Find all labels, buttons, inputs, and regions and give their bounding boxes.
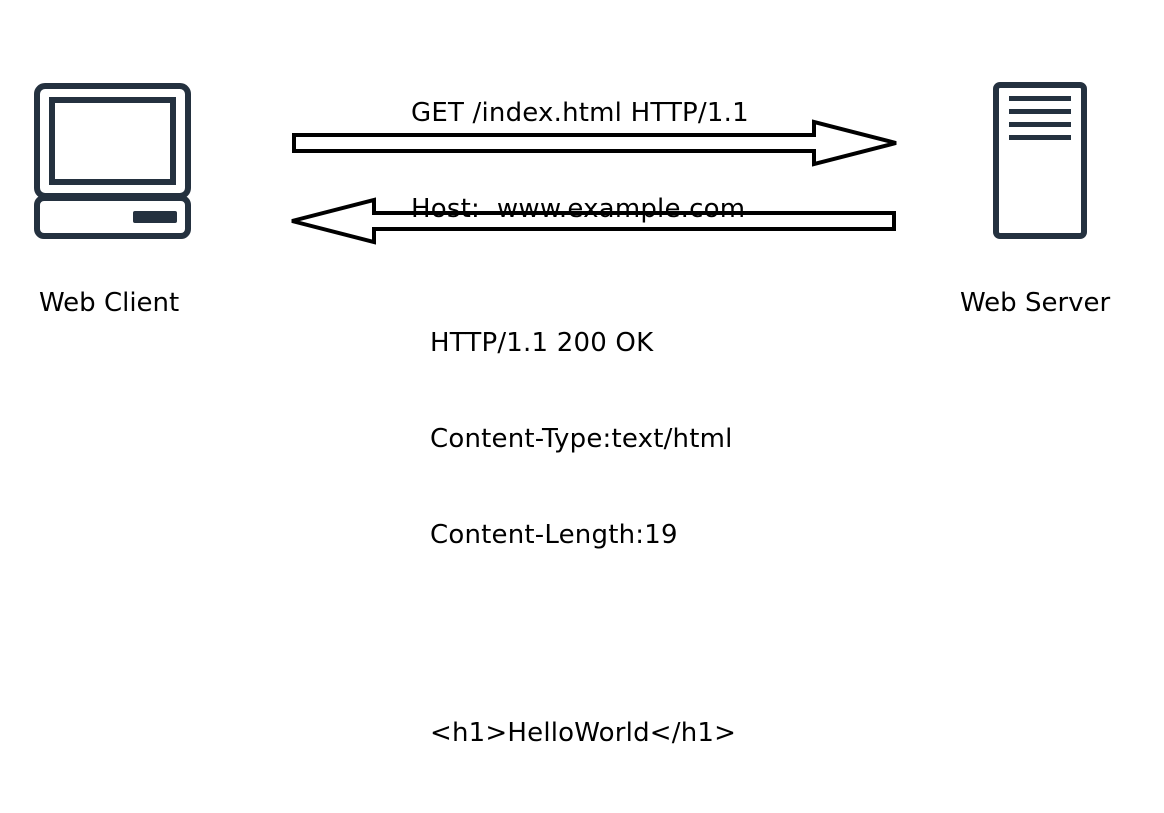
- http-request-response-diagram: GET /index.html HTTP/1.1 Host: www.examp…: [34, 33, 1111, 748]
- host-header: Host: www.example.com: [411, 194, 746, 224]
- request-message: GET /index.html HTTP/1.1 Host: www.examp…: [411, 33, 749, 289]
- response-message: HTTP/1.1 200 OK Content-Type:text/html C…: [430, 263, 736, 813]
- content-type-header: Content-Type:text/html: [430, 424, 733, 454]
- header-body-separator: [430, 615, 736, 653]
- status-line: HTTP/1.1 200 OK: [430, 328, 654, 358]
- client-label: Web Client: [39, 288, 180, 318]
- request-arrow: [292, 119, 897, 167]
- server-label: Web Server: [960, 288, 1111, 318]
- response-arrow: [291, 197, 896, 245]
- server-icon: [993, 82, 1087, 239]
- computer-icon: [34, 83, 191, 239]
- content-length-header: Content-Length:19: [430, 520, 678, 550]
- response-body: <h1>HelloWorld</h1>: [430, 718, 737, 748]
- request-line: GET /index.html HTTP/1.1: [411, 98, 749, 128]
